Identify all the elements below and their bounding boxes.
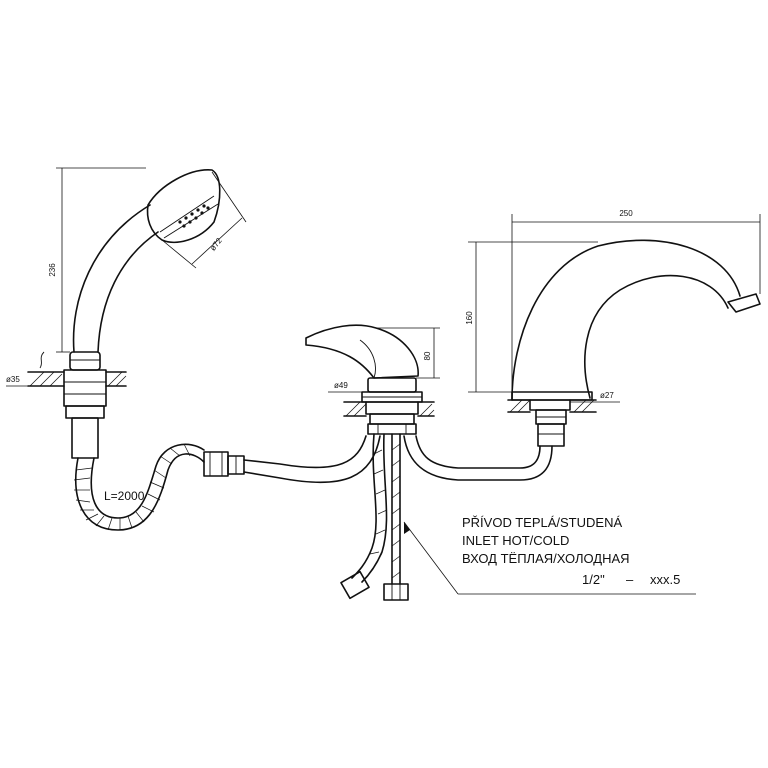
dim-hand-shower-height: 236 xyxy=(48,167,146,353)
dim-spout-length: 250 xyxy=(511,209,761,392)
dim-mixer-height: 80 xyxy=(376,327,440,379)
inlet-note-ru: ВХОД ТЁПЛАЯ/ХОЛОДНАЯ xyxy=(462,551,630,566)
dim-text-160: 160 xyxy=(465,311,474,325)
dim-text-80: 80 xyxy=(423,351,432,360)
deck-mixer xyxy=(343,401,435,417)
dim-shower-base: ø35 xyxy=(6,375,30,387)
spout-base xyxy=(507,399,597,447)
flexible-hose xyxy=(73,443,245,531)
inlet-note-cz: PŘÍVOD TEPLÁ/STUDENÁ xyxy=(462,515,622,530)
inlet-thread-size: 1/2" xyxy=(582,572,605,587)
dim-spout-base: ø27 xyxy=(570,391,620,403)
inlet-hoses xyxy=(340,433,409,601)
dim-text-35: ø35 xyxy=(6,375,20,384)
supply-pipe xyxy=(403,435,553,481)
spout xyxy=(511,239,761,401)
diverter-pipe xyxy=(243,435,381,484)
dim-text-236: 236 xyxy=(48,263,57,277)
dim-text-27: ø27 xyxy=(600,391,614,400)
dim-text-49: ø49 xyxy=(334,381,348,390)
hose-length-label: L=2000 xyxy=(104,489,145,503)
dim-text-250: 250 xyxy=(619,209,633,218)
inlet-note-en: INLET HOT/COLD xyxy=(462,533,569,548)
dim-mixer-base: ø49 xyxy=(328,381,362,393)
dim-spout-height: 160 xyxy=(465,241,598,393)
inlet-code: xxx.5 xyxy=(650,572,680,587)
inlet-dash: – xyxy=(626,572,634,587)
mixer-body xyxy=(361,377,423,435)
dim-text-72: ø72 xyxy=(208,236,224,253)
inlet-note: PŘÍVOD TEPLÁ/STUDENÁ INLET HOT/COLD ВХОД… xyxy=(403,515,696,595)
hand-shower xyxy=(27,169,221,459)
dim-head-diameter: ø72 xyxy=(161,171,247,269)
mixer-lever xyxy=(305,324,419,379)
spray-face xyxy=(178,204,210,228)
